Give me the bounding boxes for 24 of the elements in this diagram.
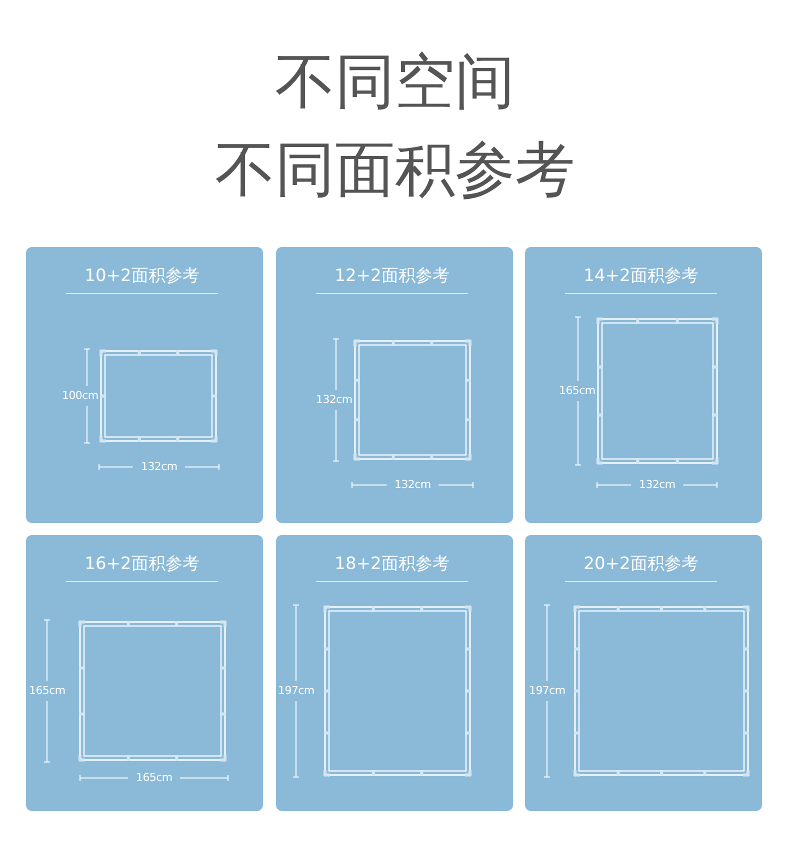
area-card (525, 247, 762, 523)
page-title: 不同空间 (274, 46, 516, 119)
card-heading: 18+2面积参考 (316, 551, 468, 582)
dimension-label: 165cm (136, 771, 172, 785)
card-heading: 16+2面积参考 (66, 551, 218, 582)
area-card (276, 535, 513, 811)
card-heading: 20+2面积参考 (565, 551, 717, 582)
dimension-label: 165cm (29, 684, 66, 698)
area-card (26, 535, 263, 811)
dimension-label: 132cm (141, 460, 178, 474)
dimension-label: 132cm (316, 393, 352, 407)
card-heading: 10+2面积参考 (66, 263, 218, 294)
area-card (26, 247, 263, 523)
dimension-label: 132cm (639, 478, 676, 492)
dimension-label: 197cm (529, 684, 566, 698)
dimension-label: 132cm (394, 478, 431, 492)
page-subtitle: 不同面积参考 (214, 134, 576, 207)
card-heading: 14+2面积参考 (565, 263, 717, 294)
card-heading: 12+2面积参考 (316, 263, 468, 294)
area-card (525, 535, 762, 811)
dimension-label: 100cm (62, 389, 98, 403)
area-card (276, 247, 513, 523)
dimension-label: 165cm (559, 384, 596, 398)
dimension-label: 197cm (278, 684, 314, 698)
